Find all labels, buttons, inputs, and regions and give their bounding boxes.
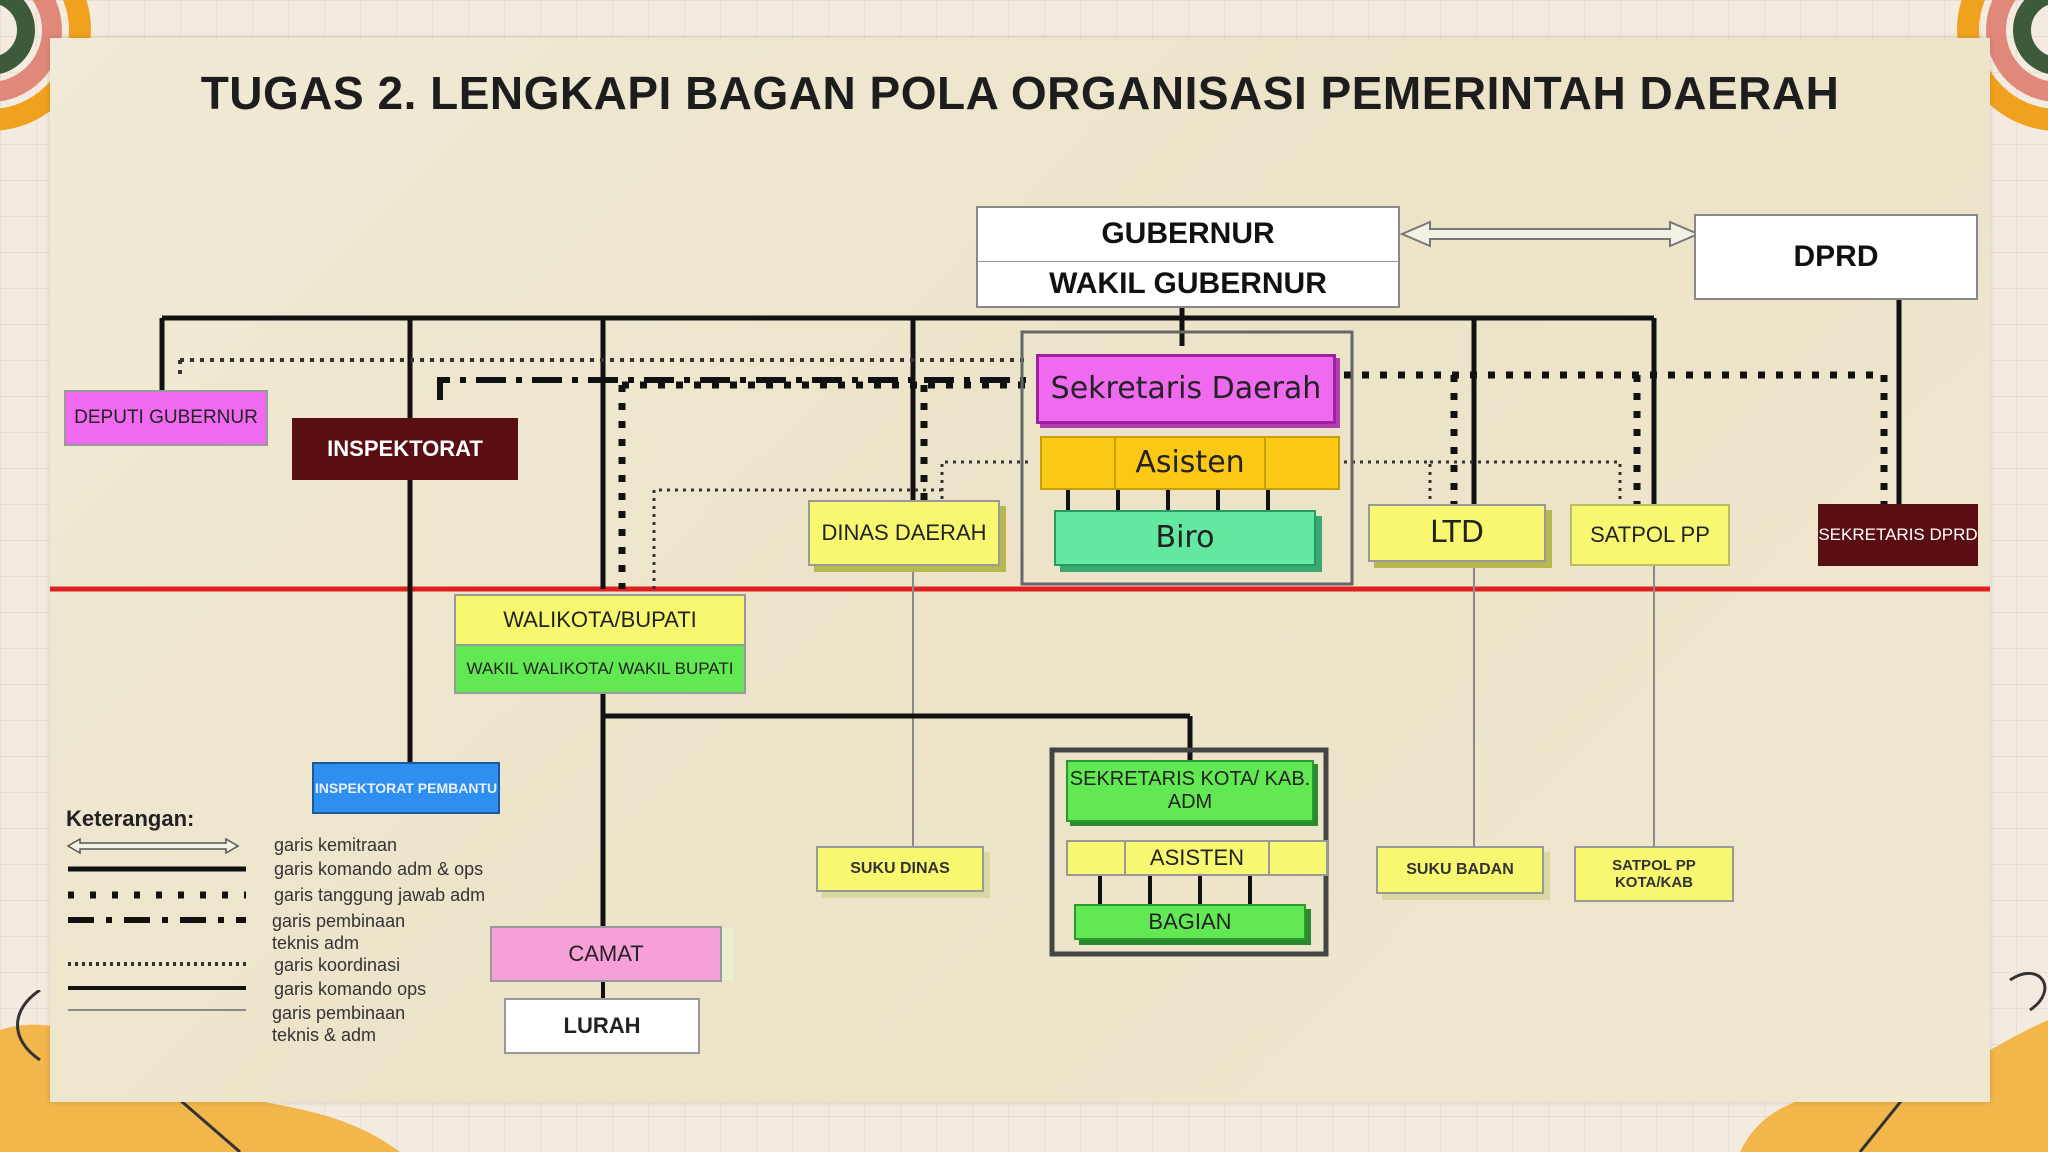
ltd-label: LTD (1429, 514, 1484, 550)
camat-box: CAMAT (490, 926, 722, 982)
lurah-box: LURAH (504, 998, 700, 1054)
legend-item: garis pembinaan teknis adm (272, 911, 406, 953)
dprd-box: DPRD (1694, 214, 1978, 300)
legend-item: garis kemitraan (274, 835, 398, 855)
bagian-label: BAGIAN (1148, 909, 1232, 935)
suku-badan-box: SUKU BADAN (1376, 846, 1544, 894)
inspektorat-label: INSPEKTORAT (327, 436, 483, 462)
suku-dinas-box: SUKU DINAS (816, 846, 984, 892)
sekretaris-dprd-label: SEKRETARIS DPRD (1818, 525, 1978, 545)
sekretaris-dprd-box: SEKRETARIS DPRD (1818, 504, 1978, 566)
sekretaris-daerah-box: Sekretaris Daerah (1036, 354, 1336, 424)
legend-item: garis komando ops (274, 979, 427, 999)
walikota-bupati-box: WALIKOTA/BUPATI (454, 594, 746, 646)
asisten-label: Asisten (1135, 444, 1245, 480)
sekretaris-daerah-label: Sekretaris Daerah (1050, 370, 1322, 406)
legend-heading: Keterangan: (66, 806, 195, 831)
inspektorat-box: INSPEKTORAT (292, 418, 518, 480)
biro-box: Biro (1054, 510, 1316, 566)
deputi-gubernur-label: DEPUTI GUBERNUR (74, 407, 258, 429)
lurah-label: LURAH (563, 1013, 641, 1039)
walikota-bupati-label: WALIKOTA/BUPATI (503, 607, 697, 633)
ltd-box: LTD (1368, 504, 1546, 562)
wakil-gubernur-label: WAKIL GUBERNUR (1049, 266, 1327, 300)
bagian-box: BAGIAN (1074, 904, 1306, 940)
wakil-walikota-bupati-box: WAKIL WALIKOTA/ WAKIL BUPATI (454, 646, 746, 694)
wakil-walikota-bupati-label: WAKIL WALIKOTA/ WAKIL BUPATI (466, 659, 734, 679)
dprd-label: DPRD (1793, 239, 1879, 273)
dinas-daerah-box: DINAS DAERAH (808, 500, 1000, 566)
suku-badan-label: SUKU BADAN (1406, 860, 1514, 878)
satpol-pp-kota-label: SATPOL PP KOTA/KAB (1612, 856, 1696, 891)
asisten-kota-label: ASISTEN (1149, 845, 1245, 871)
gubernur-box: GUBERNUR (976, 206, 1400, 262)
biro-label: Biro (1155, 519, 1215, 555)
satpol-pp-box: SATPOL PP (1570, 504, 1730, 566)
inspektorat-pembantu-box: INSPEKTORAT PEMBANTU (312, 762, 500, 814)
page-title: TUGAS 2. LENGKAPI BAGAN POLA ORGANISASI … (200, 67, 1840, 119)
gubernur-label: GUBERNUR (1101, 217, 1275, 251)
wakil-gubernur-box: WAKIL GUBERNUR (976, 262, 1400, 308)
asisten-kota-box: ASISTEN (1066, 840, 1328, 876)
legend-item: garis koordinasi (274, 955, 401, 975)
camat-label: CAMAT (568, 941, 644, 967)
corner-decoration-top-right (1957, 0, 2048, 131)
legend-item: garis pembinaan teknis & adm (272, 1003, 406, 1045)
legend-item: garis komando adm & ops (274, 859, 484, 879)
sekretaris-kota-box: SEKRETARIS KOTA/ KAB. ADM (1066, 760, 1314, 822)
satpol-pp-label: SATPOL PP (1590, 522, 1710, 548)
chart-slide: TUGAS 2. LENGKAPI BAGAN POLA ORGANISASI … (50, 38, 1990, 1102)
sekda-group-frame (1020, 330, 1354, 586)
inspektorat-pembantu-label: INSPEKTORAT PEMBANTU (314, 779, 498, 796)
satpol-pp-kota-box: SATPOL PP KOTA/KAB (1574, 846, 1734, 902)
dinas-daerah-label: DINAS DAERAH (821, 520, 987, 546)
deputi-gubernur-box: DEPUTI GUBERNUR (64, 390, 268, 446)
asisten-box: Asisten (1040, 436, 1340, 490)
suku-dinas-label: SUKU DINAS (850, 859, 950, 877)
sekretaris-kota-label: SEKRETARIS KOTA/ KAB. ADM (1069, 768, 1311, 813)
legend-samples (66, 837, 246, 1011)
legend-item: garis tanggung jawab adm (274, 885, 486, 905)
corner-decoration-top-left (0, 0, 91, 131)
